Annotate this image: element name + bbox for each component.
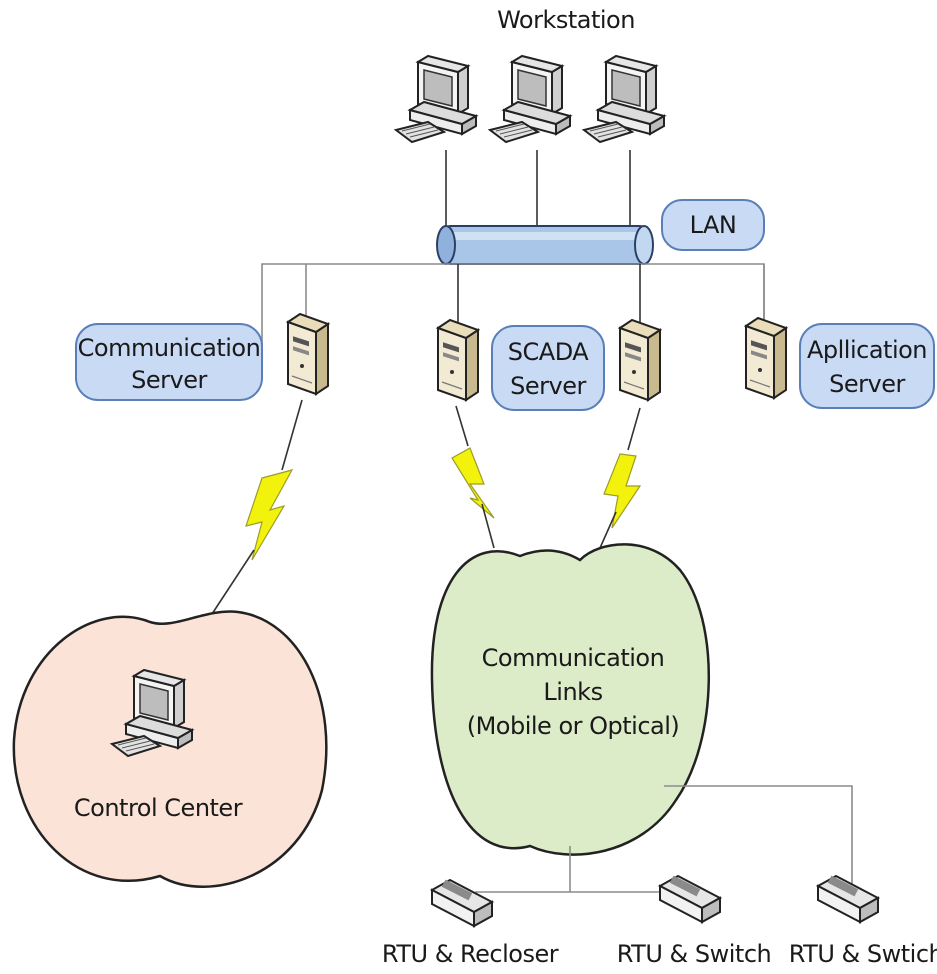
svg-text:Server: Server [510,372,586,400]
svg-text:Apllication: Apllication [807,336,927,364]
comm-links-line3: (Mobile or Optical) [467,712,680,740]
workstation-icon [489,55,571,143]
workstation-title: Workstation [497,6,635,34]
svg-text:SCADA: SCADA [508,338,589,366]
comm-links-line2: Links [543,678,602,706]
rtu-label: RTU & Switch [617,940,771,968]
comm-links-line1: Communication [482,644,665,672]
svg-text:Server: Server [131,366,207,394]
server-icon [745,317,787,399]
application-server-label: Apllication Server [799,323,935,409]
server-icon [287,313,329,395]
lightning-icon [451,447,495,519]
lightning-icon [245,469,294,561]
control-center-label: Control Center [74,794,243,822]
control-center-cloud [12,610,328,888]
scada-server-label: SCADA Server [491,325,605,411]
workstation-icon [395,55,477,143]
svg-text:Communication: Communication [78,334,261,362]
communication-links-cloud [430,543,711,856]
rtu-device-icon [659,874,721,923]
rtu-device-icon [817,874,879,923]
communication-server-label: Communication Server [75,323,263,401]
server-icon [619,319,661,401]
lightning-icon [603,453,642,529]
lan-pipe-icon [436,225,654,265]
workstation-icon [583,55,665,143]
server-icon [437,319,479,401]
rtu-label: RTU & Recloser [382,940,559,968]
lan-label: LAN [661,199,765,251]
rtu-device-icon [431,878,493,927]
svg-text:LAN: LAN [690,211,737,239]
rtu-label: RTU & Swtich [789,940,937,968]
svg-text:Server: Server [829,370,905,398]
